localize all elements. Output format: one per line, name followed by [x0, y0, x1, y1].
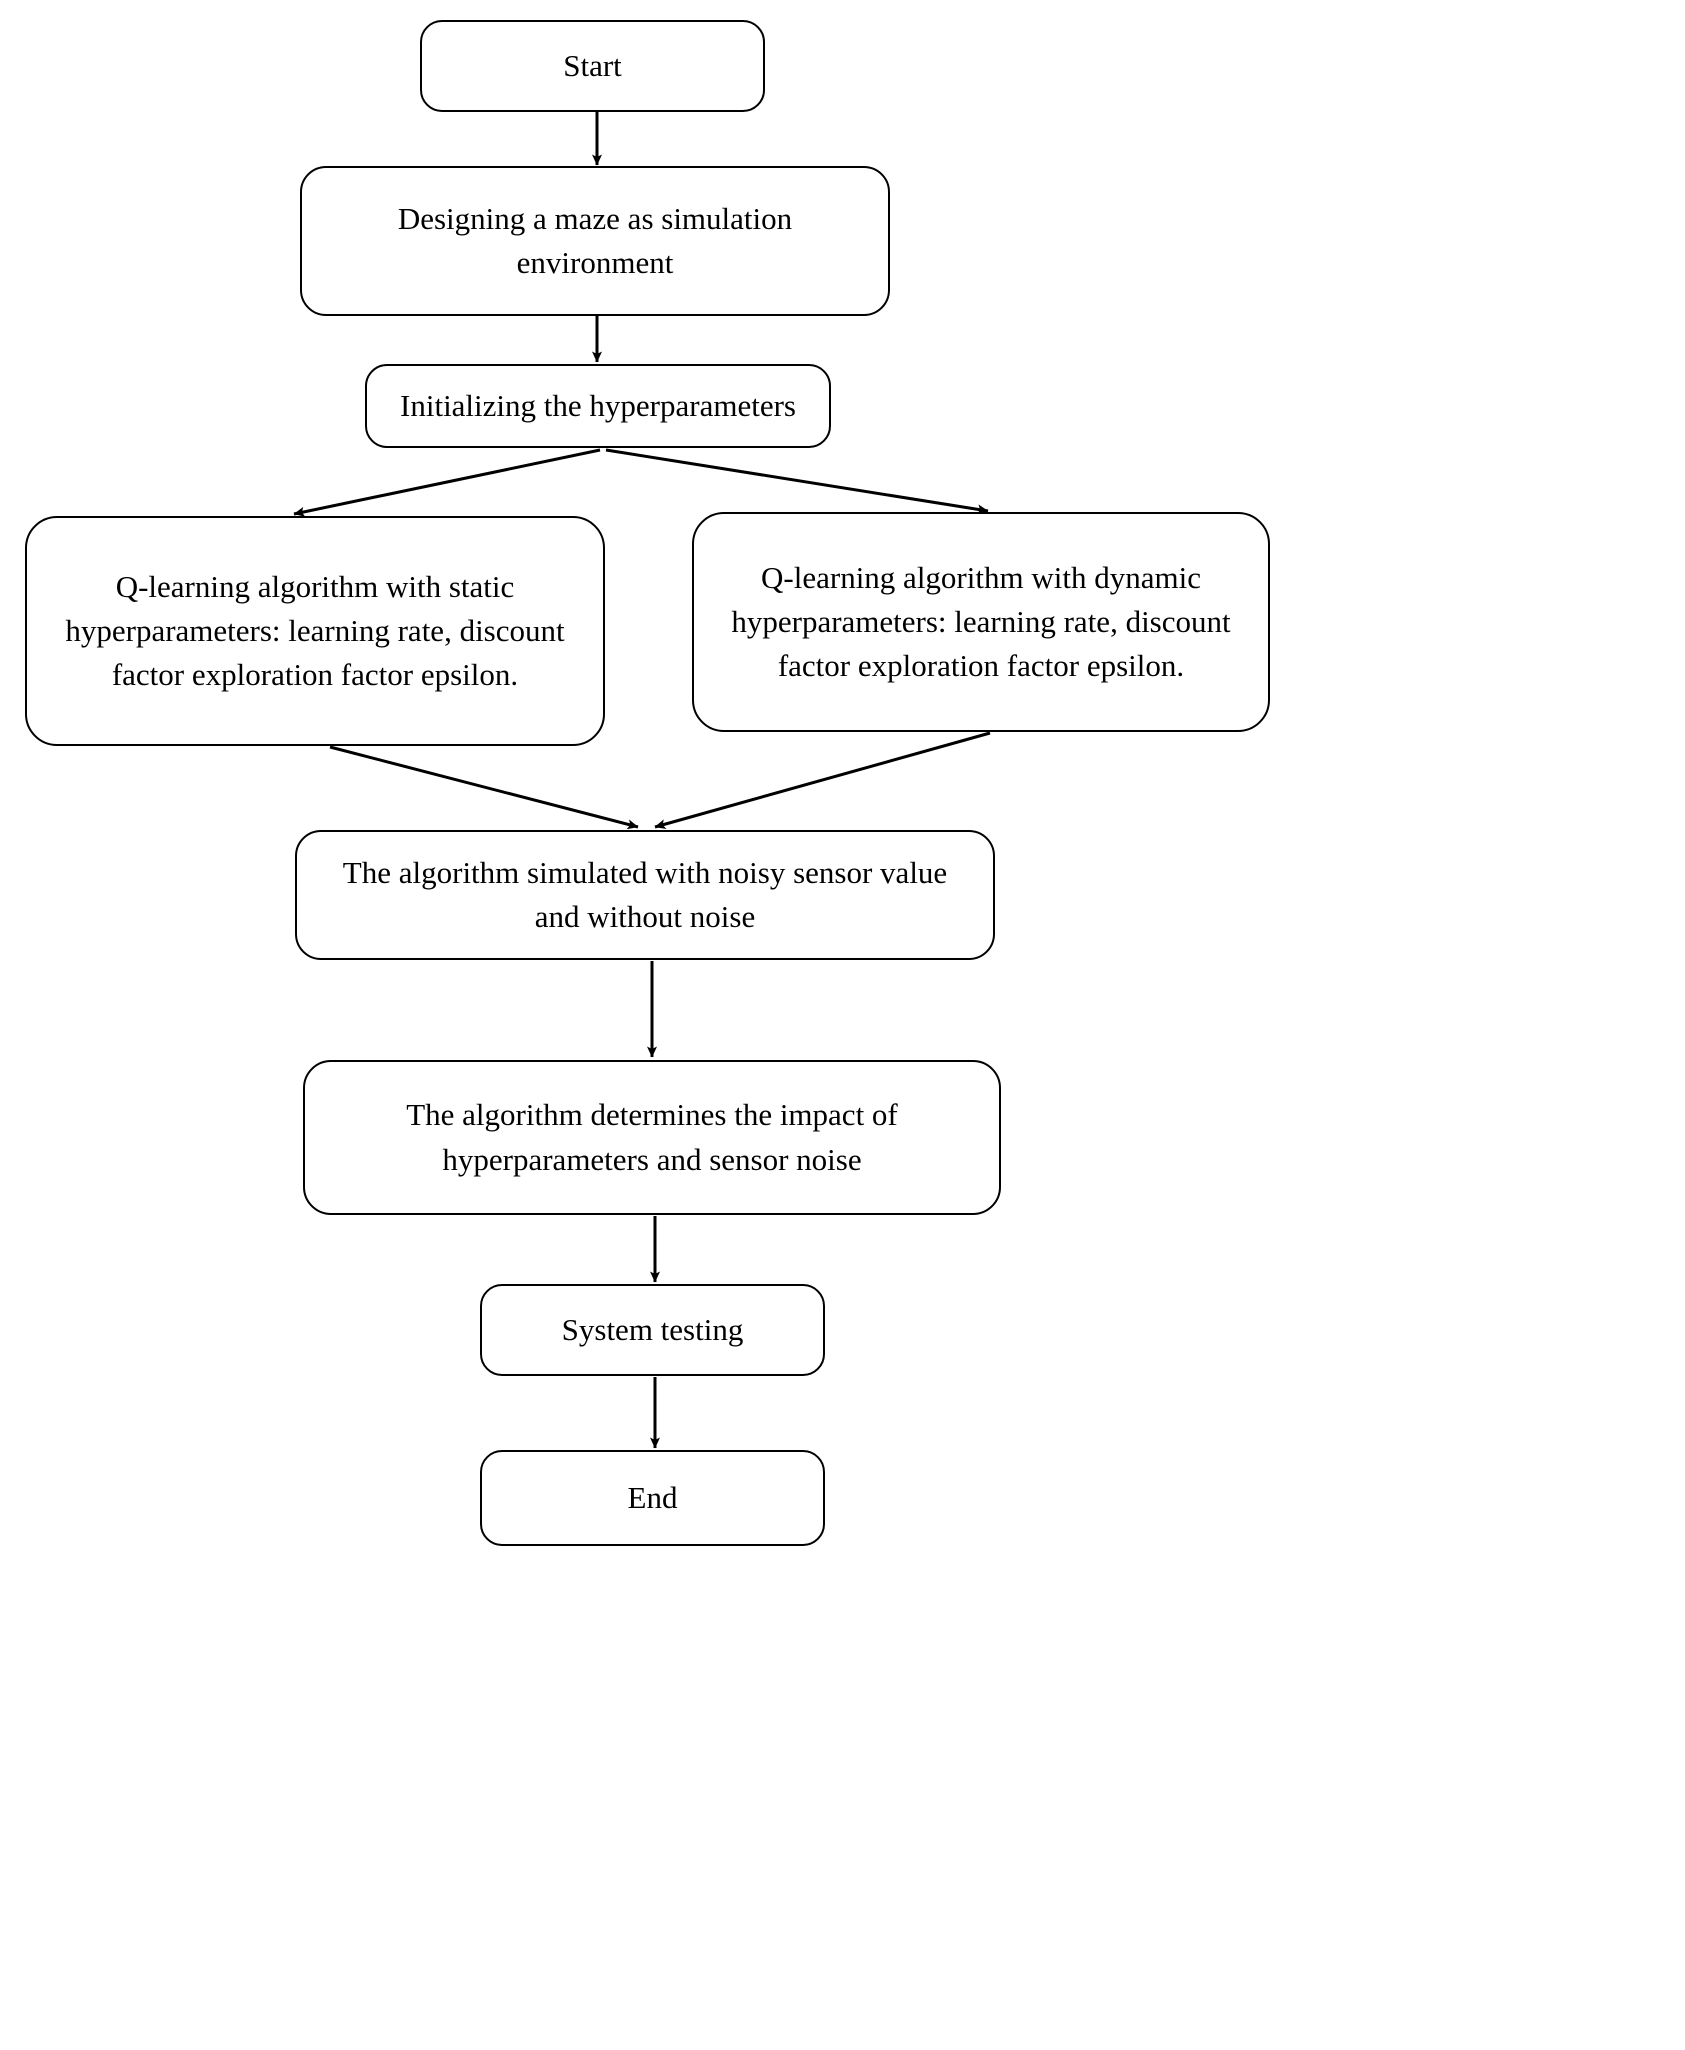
edge-init-to-dynamic: [605, 448, 989, 515]
edge-init-to-static: [293, 448, 601, 517]
flowchart-node-qlearning-dynamic[interactable]: Q-learning algorithm with dynamic hyperp…: [692, 512, 1270, 732]
node-label-design-maze: Designing a maze as simulation environme…: [397, 200, 793, 280]
node-label-initialize-hyperparameters: Initializing the hyperparameters: [400, 387, 796, 423]
flowchart-node-initialize-hyperparameters[interactable]: Initializing the hyperparameters: [365, 364, 831, 448]
node-label-qlearning-dynamic: Q-learning algorithm with dynamic hyperp…: [731, 559, 1231, 683]
node-label-start: Start: [563, 47, 622, 83]
edge-dynamic-to-simulated: [654, 731, 991, 829]
node-label-qlearning-static: Q-learning algorithm with static hyperpa…: [65, 568, 565, 692]
node-label-determine-impact: The algorithm determines the impact of h…: [406, 1097, 898, 1177]
flowchart-node-qlearning-static[interactable]: Q-learning algorithm with static hyperpa…: [25, 516, 605, 746]
flowchart-node-determine-impact[interactable]: The algorithm determines the impact of h…: [303, 1060, 1001, 1215]
edge-static-to-simulated: [329, 745, 639, 830]
node-label-simulated-noise: The algorithm simulated with noisy senso…: [342, 854, 948, 934]
flowchart-node-end[interactable]: End: [480, 1450, 825, 1546]
node-label-end: End: [627, 1479, 678, 1515]
flowchart-node-simulated-noise[interactable]: The algorithm simulated with noisy senso…: [295, 830, 995, 960]
flowchart-node-design-maze[interactable]: Designing a maze as simulation environme…: [300, 166, 890, 316]
node-label-system-testing: System testing: [561, 1311, 744, 1347]
flowchart-node-system-testing[interactable]: System testing: [480, 1284, 825, 1376]
flowchart-node-start[interactable]: Start: [420, 20, 765, 112]
